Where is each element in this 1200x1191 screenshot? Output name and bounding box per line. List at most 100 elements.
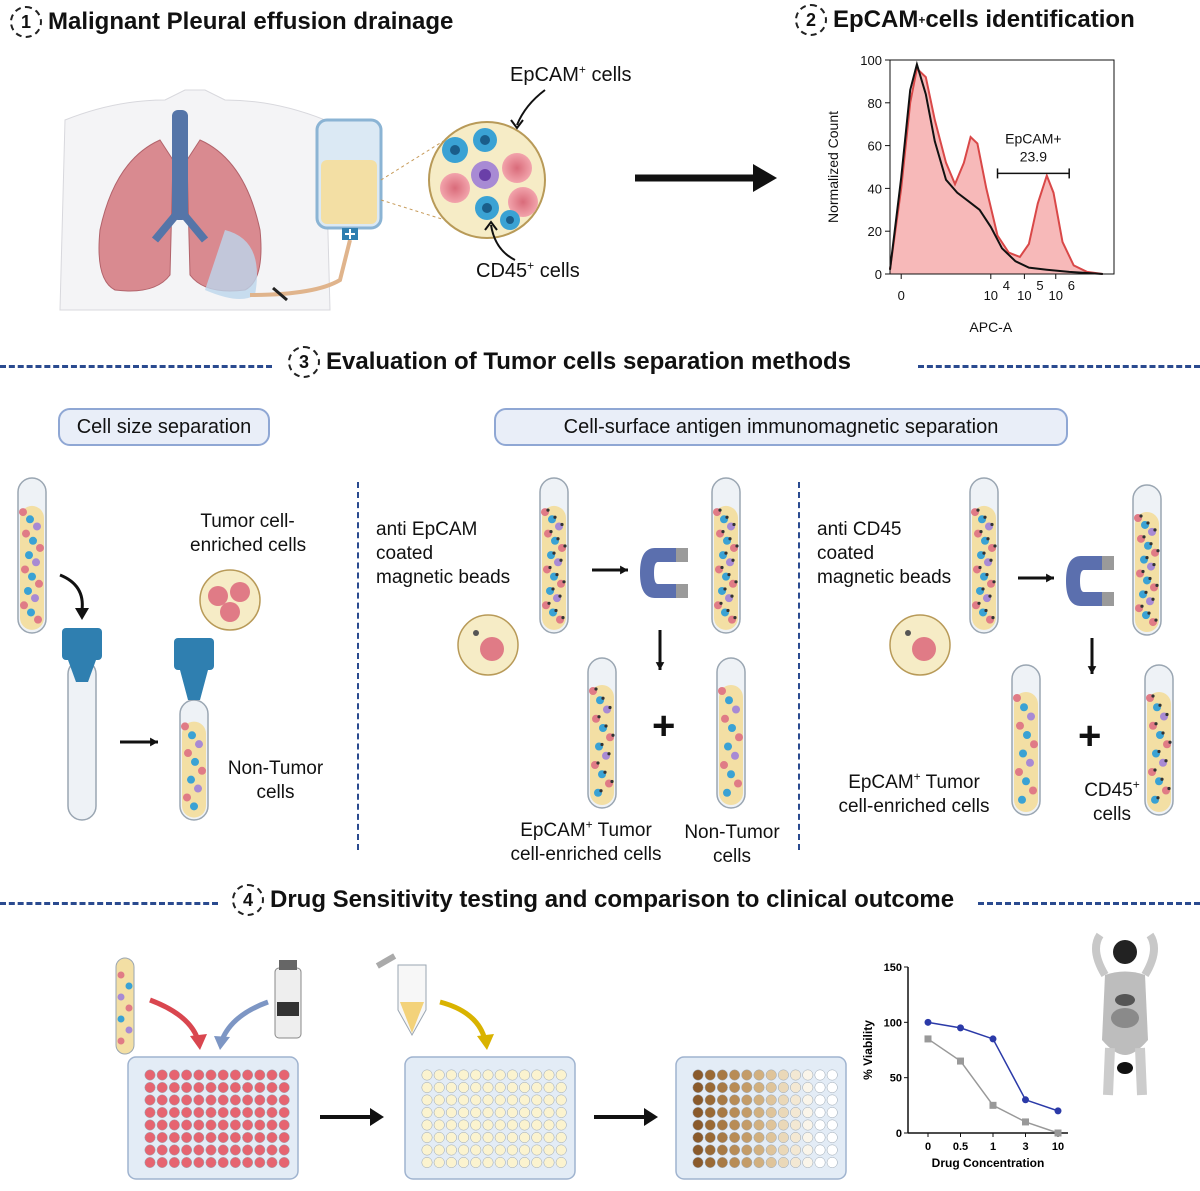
- plate-well: [506, 1144, 518, 1156]
- plate-well: [193, 1144, 205, 1156]
- plate-well: [692, 1069, 704, 1081]
- tube-bead: [735, 544, 739, 548]
- tube-bead: [1157, 749, 1161, 754]
- tube-bead: [1167, 786, 1171, 791]
- zoom-line-top: [380, 139, 446, 181]
- plate-well: [826, 1107, 838, 1118]
- plate-well: [445, 1132, 457, 1143]
- plate-well: [692, 1119, 704, 1131]
- tube-bead: [721, 530, 725, 534]
- bronchi: [151, 207, 209, 243]
- plate-well: [519, 1107, 531, 1118]
- plate-well: [531, 1132, 543, 1143]
- plate-well: [482, 1094, 494, 1106]
- y-tick-label: 80: [868, 96, 882, 111]
- plate-well: [144, 1157, 156, 1168]
- pleural-fluid: [205, 230, 257, 299]
- tube-bead: [597, 715, 601, 719]
- plate-well: [741, 1107, 753, 1118]
- tube-bead: [554, 608, 558, 613]
- tube-cell: [1026, 758, 1034, 767]
- tube-bead: [548, 565, 552, 570]
- tube-bead: [1147, 611, 1151, 615]
- histogram-line-0: [889, 66, 1103, 275]
- tube-cell: [724, 742, 732, 751]
- plate-well: [421, 1082, 433, 1093]
- tube-cell: [191, 757, 199, 766]
- tube-cell: [1019, 749, 1027, 758]
- plate-well: [421, 1069, 433, 1081]
- tube-bead: [1161, 731, 1165, 735]
- plate-well: [266, 1069, 278, 1081]
- plate-well: [144, 1119, 156, 1131]
- tube-cell: [19, 508, 27, 517]
- plate-well: [205, 1082, 217, 1093]
- tube-bead: [601, 696, 605, 700]
- tube-cell: [732, 705, 740, 714]
- tube-cell: [183, 793, 191, 802]
- plate-well: [765, 1069, 777, 1081]
- arrow-to-magnet-mid: [592, 565, 628, 575]
- tube-cell: [1018, 795, 1026, 804]
- plate-well: [531, 1157, 543, 1168]
- magnet-mid: [640, 548, 688, 598]
- plate-well: [741, 1144, 753, 1156]
- plate-well: [421, 1094, 433, 1106]
- arrow-plate-2-3: [594, 1108, 658, 1126]
- plate-well: [266, 1157, 278, 1168]
- arrow-head: [150, 737, 158, 747]
- trachea: [172, 110, 188, 220]
- plate-well: [254, 1119, 266, 1131]
- plate-well: [482, 1119, 494, 1131]
- tube-bead: [734, 580, 738, 584]
- plate-well: [242, 1132, 254, 1143]
- epcam-cells-label: EpCAM+ cells: [510, 62, 632, 86]
- separation-diagram: [17, 477, 1174, 821]
- yellow-curved-arrow: [439, 999, 488, 1041]
- plate-well: [692, 1157, 704, 1168]
- tube-bead: [560, 522, 564, 527]
- tube-cell: [728, 724, 736, 732]
- tube-cell: [125, 982, 133, 990]
- tube-bead: [978, 565, 982, 570]
- epcam-bead-zoom: [457, 614, 519, 676]
- tube-cell: [26, 515, 34, 524]
- zoom-cell: [912, 637, 936, 661]
- plate-well: [704, 1107, 716, 1118]
- x-tick-label: 0: [898, 288, 905, 303]
- plate-well: [802, 1119, 814, 1131]
- x-tick-label: 0.5: [953, 1141, 968, 1153]
- tube-bead: [984, 608, 988, 613]
- step4-title-text: Drug Sensitivity testing and comparison …: [270, 886, 955, 913]
- plate-well: [144, 1144, 156, 1156]
- plate-well: [826, 1119, 838, 1131]
- plate-well: [814, 1082, 826, 1093]
- viability-point: [1022, 1118, 1029, 1126]
- plate-well: [205, 1069, 217, 1081]
- epcam-magnet-tube: [711, 477, 741, 634]
- plate-well: [729, 1157, 741, 1168]
- plate-well: [765, 1119, 777, 1131]
- plate-well: [168, 1119, 180, 1131]
- plate-well: [777, 1144, 789, 1156]
- tube-bead: [982, 551, 986, 555]
- plate-well: [543, 1107, 555, 1118]
- plate-well: [704, 1157, 716, 1168]
- plate-well: [494, 1107, 506, 1118]
- plate-well: [156, 1082, 168, 1093]
- plate-well: [193, 1069, 205, 1081]
- tube-bead: [1141, 569, 1145, 574]
- zoom-tumor-cell: [208, 586, 228, 606]
- tube-bead: [610, 779, 614, 784]
- immunomagnetic-separation-pill: Cell-surface antigen immunomagnetic sepa…: [494, 408, 1068, 446]
- tube-cell: [20, 601, 28, 610]
- x-tick-label: 3: [1022, 1141, 1028, 1153]
- epcam-tumor-right-tube: [1011, 664, 1041, 816]
- cd45-bead-zoom: [889, 614, 951, 676]
- plate-well: [741, 1094, 753, 1106]
- plate-well: [242, 1094, 254, 1106]
- plate-well: [543, 1094, 555, 1106]
- divider-3-right: [918, 365, 1200, 368]
